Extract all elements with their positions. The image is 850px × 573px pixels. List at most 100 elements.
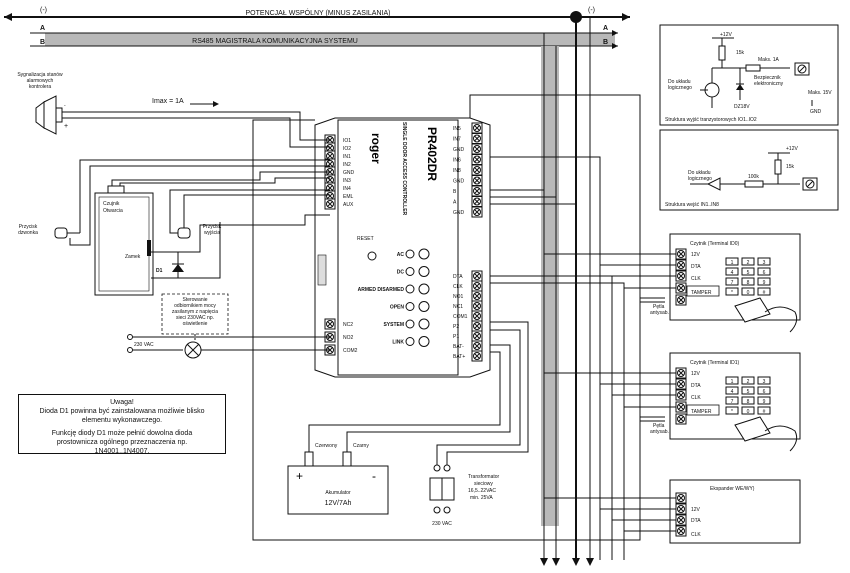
terminal-label: IN5	[453, 126, 461, 132]
bus-b-right: B	[603, 39, 608, 46]
keypad-key-label: 5	[747, 270, 750, 276]
loop-label-1: Pętla	[653, 423, 665, 429]
bell-button: Przycisk dzwonka	[18, 159, 330, 246]
controller-subtitle: SINGLE DOOR ACCESS CONTROLLER	[401, 122, 407, 216]
mains-lamp-circuit: 230 VAC	[127, 334, 330, 359]
terminal-label: AUX	[343, 202, 354, 208]
inset-input-structure: +12V 15k 100k Do układu logicznego Struk…	[659, 129, 839, 211]
keypad-key-label: 0	[747, 290, 750, 296]
terminal-label: COM2	[343, 348, 358, 354]
terminal-label: P1	[453, 334, 459, 340]
led-indicator	[405, 249, 415, 259]
transformer-l1: Transformator	[468, 474, 500, 480]
keypad-key	[757, 406, 771, 415]
bus-a-right: A	[603, 25, 608, 32]
terminal-label: IN3	[343, 178, 351, 184]
reader-title: Czytnik (Terminal ID1)	[690, 360, 740, 366]
siren-label-1: Sygnalizacja stanów	[17, 72, 63, 78]
terminal-label: NO1	[453, 294, 464, 300]
relay-note-3: zasilanym z napięcia	[172, 309, 218, 315]
controller-bus-wires	[252, 94, 641, 560]
transformer-mains: 230 VAC	[432, 521, 452, 527]
siren: Sygnalizacja stanów alarmowych kontroler…	[17, 72, 219, 135]
led-indicator	[405, 319, 415, 329]
battery-red-label: Czerwony	[315, 443, 338, 449]
keypad-key	[741, 406, 755, 415]
exit-button: Przycisk wyjścia	[169, 189, 330, 239]
imax-label: Imax = 1A	[152, 98, 184, 105]
keypad-key	[741, 257, 755, 266]
keypad-key	[725, 396, 739, 405]
keypad-key	[741, 396, 755, 405]
controller-pr402dr: roger PR402DR SINGLE DOOR ACCESS CONTROL…	[314, 117, 491, 378]
battery-minus: -	[372, 469, 376, 483]
relay-note-5: oświetlenie	[183, 321, 208, 327]
keypad-key-label: 3	[763, 379, 766, 385]
exit-label-2: wyjścia	[204, 230, 220, 236]
led-label: LINK	[392, 340, 404, 346]
expander-pin-label: CLK	[691, 532, 701, 538]
link-icon	[418, 336, 430, 347]
terminal-label: EML	[343, 194, 354, 200]
keypad-key	[757, 386, 771, 395]
terminal-label: GND	[453, 147, 465, 153]
terminal-label: BAT-	[453, 344, 464, 350]
keypad-key-label: 9	[763, 399, 766, 405]
led-indicator	[405, 337, 415, 346]
in-logic-2: logicznego	[688, 176, 712, 182]
keypad-key-label: *	[731, 409, 733, 415]
terminal-label: IO1	[343, 138, 351, 144]
keypad-key	[757, 267, 771, 276]
keypad-key	[757, 287, 771, 296]
keypad-key-label: #	[763, 290, 766, 296]
in-caption: Struktura wejść IN1..IN8	[665, 202, 719, 208]
out-fuse-2: Bezpiecznik	[754, 75, 781, 81]
reader-pin-label: 12V	[691, 371, 701, 377]
out-fuse-3: elektroniczny	[754, 81, 784, 87]
keypad-key	[725, 287, 739, 296]
keypad-key-label: 6	[763, 270, 766, 276]
warning-line4: prostownicza ogólnego przeznaczenia np.	[56, 439, 188, 446]
terminal-label: IO2	[343, 146, 351, 152]
keypad-key	[741, 267, 755, 276]
out-logic-1: Do układu	[668, 79, 691, 85]
out-logic-2: logicznego	[668, 85, 692, 91]
transformer-l3: 16,5..22VAC	[468, 488, 496, 494]
rs485-bus: A B A B RS485 MAGISTRALA KOMUNIKACYJNA S…	[30, 25, 618, 49]
keypad-key	[757, 376, 771, 385]
keypad-key-label: 5	[747, 389, 750, 395]
terminal-label: P2	[453, 324, 459, 330]
keypad-key	[757, 277, 771, 286]
keypad-key-label: 2	[747, 260, 750, 266]
siren-minus: -	[64, 103, 66, 109]
keypad-key	[725, 386, 739, 395]
keypad-key	[725, 277, 739, 286]
keypad-key	[741, 287, 755, 296]
out-v: +12V	[720, 32, 732, 38]
door: Czujnik Otwarcia Zamek D1	[94, 185, 190, 296]
reader-pin-label: DTA	[691, 264, 701, 270]
keypad-key	[741, 386, 755, 395]
keypad-key	[757, 396, 771, 405]
warning-box: Uwaga! Dioda D1 powinna być zainstalowan…	[18, 394, 226, 455]
warning-line5: 1N4001..1N4007.	[94, 448, 150, 455]
warning-line1: Dioda D1 powinna być zainstalowana możli…	[39, 408, 205, 415]
exit-label-1: Przycisk	[203, 224, 222, 230]
led-label: SYSTEM	[383, 322, 404, 328]
keypad-key-label: 9	[763, 280, 766, 286]
terminal-label: A	[453, 200, 457, 206]
siren-label-3: kontrolera	[29, 84, 51, 90]
led-indicator	[405, 302, 415, 311]
minus-right-label: (-)	[588, 7, 595, 14]
out-fuse-1: Maks. 1A	[758, 57, 780, 63]
reader-pin-label: 12V	[691, 252, 701, 258]
keypad-key-label: 4	[731, 270, 734, 276]
keypad-key	[741, 277, 755, 286]
siren-wires	[62, 111, 330, 148]
terminal-label: COM1	[453, 314, 468, 320]
inset-output-structure: +12V 15k Maks. 1A Bezpiecznik elektronic…	[659, 24, 839, 126]
